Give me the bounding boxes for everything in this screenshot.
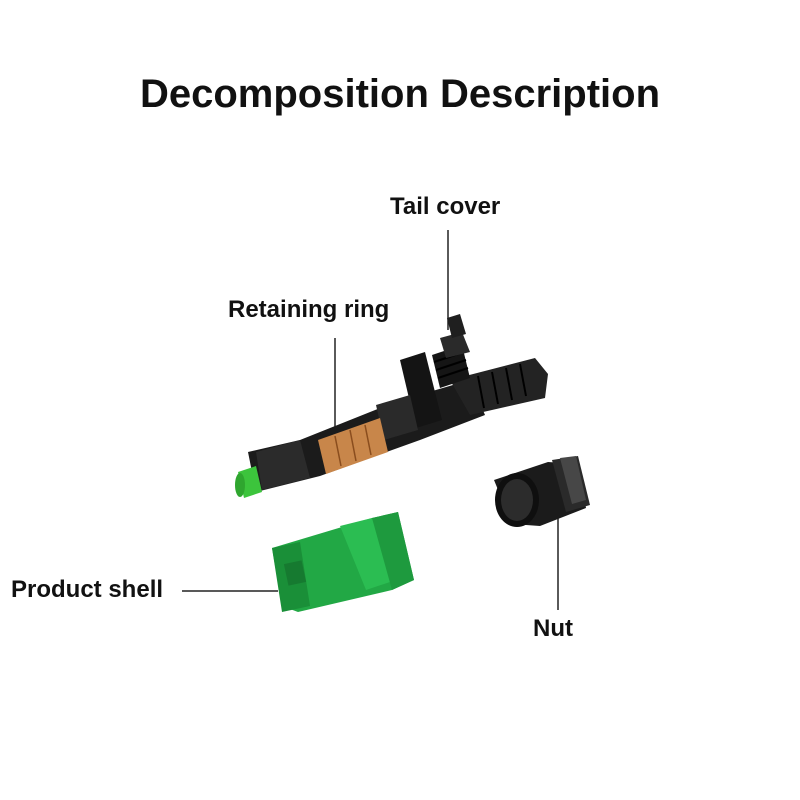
page-title: Decomposition Description [139,72,661,116]
label-nut: Nut [533,615,573,642]
tail-cover [432,314,470,388]
label-retaining-ring: Retaining ring [228,296,390,323]
label-tail-cover: Tail cover [390,193,501,220]
product-shell [272,512,414,612]
connector-body [235,352,548,498]
label-product-shell: Product shell [11,576,164,603]
nut [494,456,590,527]
